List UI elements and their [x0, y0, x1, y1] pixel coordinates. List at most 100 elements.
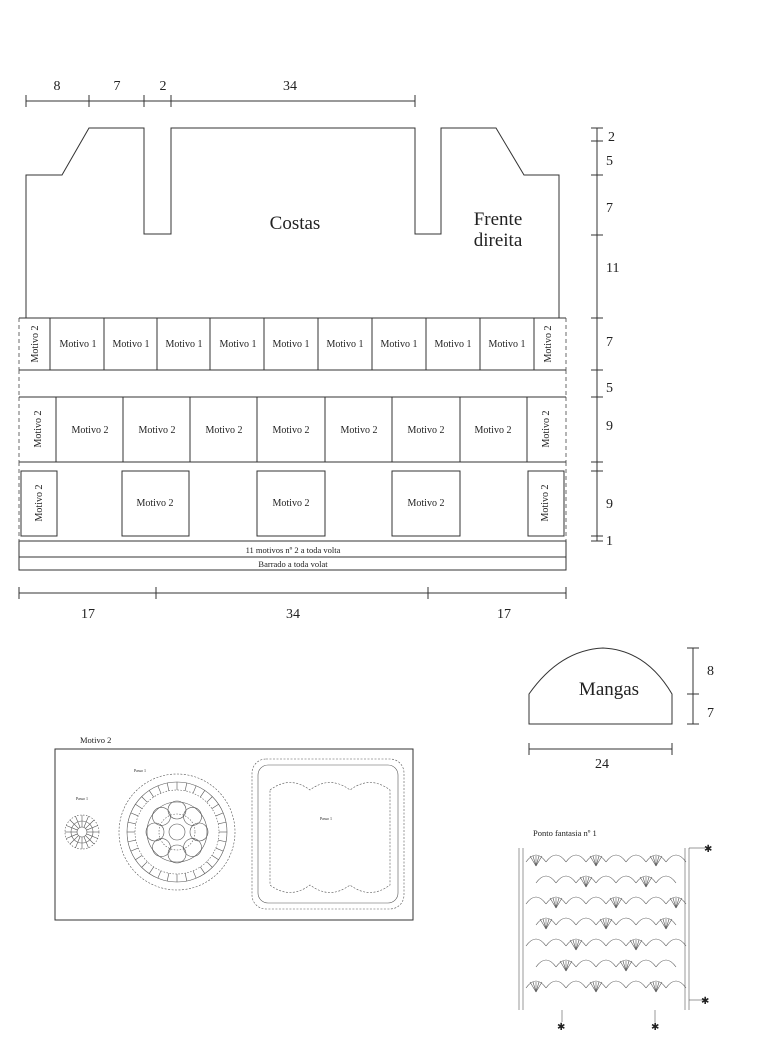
fan-mark [655, 855, 660, 867]
fan-mark [589, 855, 597, 867]
right-dimension-line: 2 5 7 11 7 5 9 9 1 [591, 127, 619, 549]
fan-mark [565, 960, 573, 972]
arch-mark [625, 938, 647, 947]
fan-mark [592, 981, 597, 993]
motif-label: Motivo 2 [137, 498, 174, 509]
stitch-mark [69, 819, 79, 829]
motif-label: Motivo 2 [33, 411, 44, 448]
dim-right-6: 5 [606, 381, 613, 396]
motif-label: Motivo 2 [408, 425, 445, 436]
arch-mark [635, 917, 657, 926]
stitch-mark [166, 782, 170, 791]
arch-mark [605, 896, 627, 905]
arch-mark [565, 854, 587, 863]
fan-mark [659, 918, 667, 930]
fan-mark [605, 918, 613, 930]
stitch-mark [141, 861, 148, 868]
sleeve-dim-right-1: 8 [707, 664, 714, 679]
motif-row-1: Motivo 2 Motivo 1 Motivo 1 Motivo 1 Moti… [18, 317, 567, 371]
stitch-mark [157, 785, 162, 794]
arch-mark [545, 854, 567, 863]
motif-label: Motivo 2 [206, 425, 243, 436]
stitch-mark [69, 835, 79, 845]
arch-mark [615, 959, 637, 968]
motif-label: Motivo 1 [273, 339, 310, 350]
stitch-mark [135, 803, 143, 809]
sleeve-label: Mangas [579, 679, 639, 700]
arch-mark [585, 896, 607, 905]
fan-mark [552, 897, 557, 909]
stitch-mark [66, 825, 78, 831]
fan-mark [595, 855, 603, 867]
arch-mark [625, 854, 647, 863]
arch-mark [655, 917, 677, 926]
stitch-mark [184, 782, 188, 791]
round-2-diagram: Passo 1 [118, 768, 236, 891]
border-bands: 11 motivos nº 2 a toda volta Barrado a t… [18, 540, 567, 571]
arch-mark [565, 896, 587, 905]
motif-label: Motivo 2 [543, 326, 554, 363]
arch-mark [655, 959, 677, 968]
stitch-mark [148, 866, 154, 874]
fan-mark [639, 876, 647, 888]
arch-mark [625, 980, 647, 989]
round-label: Passo 1 [320, 816, 332, 821]
body-outline [25, 127, 560, 318]
label-front-right-2: direita [474, 230, 523, 251]
arch-mark [635, 959, 657, 968]
arch-mark [615, 917, 637, 926]
fan-mark [575, 939, 580, 951]
fan-mark [632, 939, 637, 951]
star-marker: ✱ [701, 996, 709, 1007]
fan-mark [565, 960, 570, 972]
dim-right-2: 5 [606, 154, 613, 169]
stitch-mark [83, 836, 89, 848]
dim-right-8: 9 [606, 497, 613, 512]
fan-mark [542, 918, 547, 930]
fan-mark [532, 855, 537, 867]
fan-mark [609, 897, 617, 909]
stitch-mark [215, 847, 224, 852]
fan-mark [629, 939, 637, 951]
stitch-mark [192, 785, 197, 794]
arch-mark [605, 854, 627, 863]
motif-label: Motivo 1 [489, 339, 526, 350]
arch-mark [595, 917, 617, 926]
sleeve-dim-bottom: 24 [595, 757, 609, 772]
arch-mark [665, 854, 687, 863]
motif-label: Motivo 2 [34, 485, 45, 522]
fan-mark [579, 876, 587, 888]
stitch-mark [130, 847, 139, 852]
star-marker: ✱ [557, 1022, 565, 1033]
arch-mark [655, 875, 677, 884]
arch-mark [585, 938, 607, 947]
fan-mark [595, 855, 600, 867]
fan-mark [675, 897, 683, 909]
fan-mark [555, 897, 560, 909]
arch-mark [575, 959, 597, 968]
motif-label: Motivo 1 [435, 339, 472, 350]
arch-mark [615, 875, 637, 884]
fan-mark [555, 897, 563, 909]
motif2-chart: Motivo 2 Passo 1 Passo 1 Pass [54, 735, 414, 921]
dim-top-3: 2 [160, 79, 167, 94]
stitch-mark [66, 833, 78, 839]
arch-mark [665, 980, 687, 989]
motif2-chart-title: Motivo 2 [80, 735, 111, 745]
fan-mark [665, 918, 673, 930]
sleeve-dim-right-2: 7 [707, 706, 714, 721]
fan-mark [652, 855, 657, 867]
motif-label: Motivo 1 [327, 339, 364, 350]
fan-mark [559, 960, 567, 972]
arch-mark [575, 875, 597, 884]
motif-label: Motivo 2 [72, 425, 109, 436]
dim-top-2: 7 [114, 79, 121, 94]
stitch-mark [83, 816, 89, 828]
stitch-mark [215, 812, 224, 817]
motif-label: Motivo 2 [540, 485, 551, 522]
band-border-label: Barrado a toda volat [258, 559, 328, 569]
band-motifs-label: 11 motivos nº 2 a toda volta [246, 545, 341, 555]
motif-label: Motivo 2 [408, 498, 445, 509]
stitch-chart: Ponto fantasia nº 1 ✱ ✱ ✱ ✱ [518, 828, 712, 1033]
